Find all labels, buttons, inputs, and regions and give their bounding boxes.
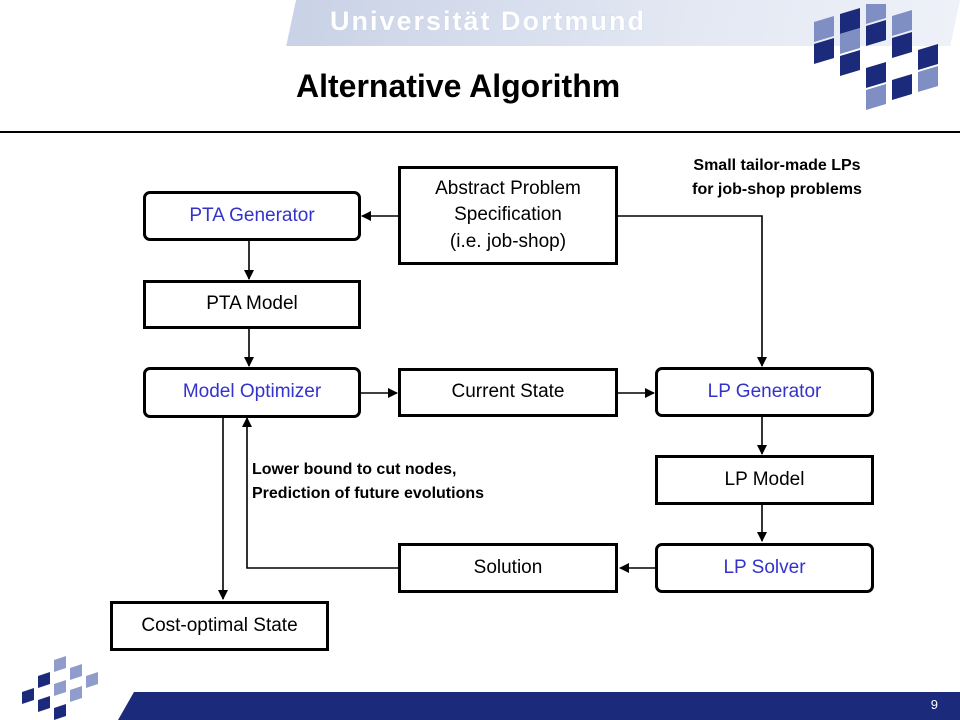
- model-optimizer-node: Model Optimizer: [143, 367, 361, 418]
- current-state-label: Current State: [451, 381, 565, 403]
- footer-bar: [118, 692, 960, 720]
- solution-node: Solution: [398, 543, 618, 593]
- lp-model-node: LP Model: [655, 455, 874, 505]
- cost-optimal-state-label: Cost-optimal State: [141, 614, 298, 636]
- slide-title: Alternative Algorithm: [296, 68, 621, 104]
- abstract-spec-node: Abstract Problem Specification (i.e. job…: [398, 166, 618, 265]
- lower-bound-annotation: Lower bound to cut nodes, Prediction of …: [252, 461, 485, 502]
- lp-solver-node: LP Solver: [655, 543, 874, 593]
- lp-solver-label: LP Solver: [723, 556, 806, 578]
- university-logo-small-icon: [22, 656, 98, 720]
- university-name: Universität Dortmund: [330, 6, 647, 36]
- lp-generator-node: LP Generator: [655, 367, 874, 417]
- cost-optimal-state-node: Cost-optimal State: [110, 601, 329, 651]
- small-lps-annotation: Small tailor-made LPs for job-shop probl…: [692, 157, 862, 198]
- pta-model-label: PTA Model: [206, 293, 298, 315]
- abstract-spec-label: Abstract Problem Specification (i.e. job…: [435, 177, 581, 252]
- page-number: 9: [930, 697, 938, 712]
- solution-label: Solution: [473, 556, 543, 578]
- pta-model-node: PTA Model: [143, 280, 361, 329]
- university-logo-icon: [814, 4, 938, 110]
- pta-generator-label: PTA Generator: [189, 204, 315, 226]
- title-divider: [0, 131, 960, 133]
- lp-model-label: LP Model: [724, 468, 805, 490]
- pta-generator-node: PTA Generator: [143, 191, 361, 241]
- model-optimizer-label: Model Optimizer: [182, 381, 322, 403]
- lp-generator-label: LP Generator: [707, 380, 822, 402]
- current-state-node: Current State: [398, 368, 618, 417]
